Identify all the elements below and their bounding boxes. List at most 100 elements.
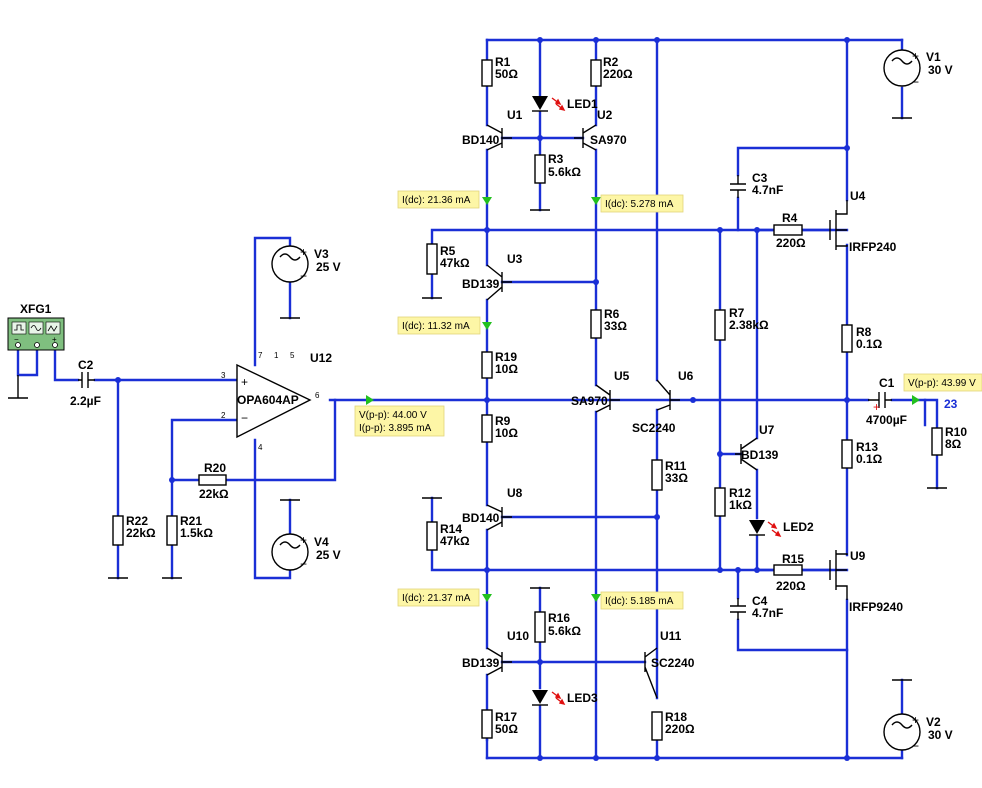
- r2-value: 220Ω: [603, 67, 633, 81]
- svg-text:+: +: [912, 713, 919, 727]
- r4-body: [773, 224, 803, 236]
- r20-ref: R20: [204, 461, 226, 475]
- r4-value: 220Ω: [776, 236, 806, 250]
- r1-ref: R1: [495, 55, 511, 69]
- resistor-bodies: [112, 59, 943, 741]
- u7-ref: U7: [759, 423, 775, 437]
- v1-ref: V1: [926, 50, 941, 64]
- probe-5-text: I(dc): 21.37 mA: [402, 593, 471, 604]
- c3-ref: C3: [752, 171, 768, 185]
- r9-body: [481, 414, 493, 443]
- junction-dots: [115, 37, 850, 761]
- r21-body: [166, 515, 178, 546]
- u8-model: BD140: [462, 511, 500, 525]
- r13-body: [841, 439, 853, 469]
- v2-ref: V2: [926, 715, 941, 729]
- probe-6-text: I(dc): 5.185 mA: [605, 596, 674, 607]
- led3-diode: [532, 690, 548, 704]
- u3-model: BD139: [462, 277, 500, 291]
- u12-pin-1: 1: [274, 351, 279, 360]
- function-generator[interactable]: − +: [7, 317, 65, 351]
- u11-ref: U11: [660, 629, 682, 643]
- u10-ref: U10: [507, 629, 529, 643]
- r18-value: 220Ω: [665, 722, 695, 736]
- u12-pin-4: 4: [258, 443, 263, 452]
- r21-value: 1.5kΩ: [180, 526, 213, 540]
- svg-text:−: −: [912, 739, 919, 753]
- dc-sources: + − + − + − + −: [271, 49, 921, 753]
- component-labels: I(dc): 21.36 mA I(dc): 5.278 mA I(dc): 1…: [20, 50, 976, 742]
- r11-value: 33Ω: [665, 471, 688, 485]
- u9-ref: U9: [850, 549, 866, 563]
- c4-value: 4.7nF: [752, 606, 783, 620]
- u2-symbol: [574, 124, 597, 151]
- svg-text:+: +: [300, 533, 307, 547]
- r5-value: 47kΩ: [440, 256, 470, 270]
- svg-text:−: −: [14, 335, 19, 344]
- u5-model: SA970: [571, 394, 608, 408]
- r14-ref: R14: [440, 522, 462, 536]
- v3-value: 25 V: [316, 260, 341, 274]
- r2-ref: R2: [603, 55, 619, 69]
- r9-value: 10Ω: [495, 426, 518, 440]
- r7-ref: R7: [729, 306, 745, 320]
- u4-ref: U4: [850, 189, 866, 203]
- r22-ref: R22: [126, 514, 148, 528]
- c1-plates: [868, 392, 892, 408]
- u6-symbol: [656, 379, 680, 411]
- svg-text:−: −: [300, 269, 307, 283]
- svg-text:+: +: [300, 245, 307, 259]
- v4-value: 25 V: [316, 548, 341, 562]
- r7-body: [714, 309, 726, 341]
- r16-body: [534, 611, 546, 643]
- r12-ref: R12: [729, 486, 751, 500]
- v3-ref: V3: [314, 247, 329, 261]
- led-symbols: [532, 96, 782, 706]
- c1-ref: C1: [879, 376, 895, 390]
- led2-ref: LED2: [783, 520, 814, 534]
- u2-ref: U2: [597, 108, 613, 122]
- probe-4-voltage-text: V(p-p): 44.00 V: [359, 410, 427, 421]
- r11-body: [651, 459, 663, 491]
- u7-model: BD139: [741, 448, 779, 462]
- led3-ref: LED3: [567, 691, 598, 705]
- u6-model: SC2240: [632, 421, 676, 435]
- u11-model: SC2240: [651, 656, 695, 670]
- u1-ref: U1: [507, 108, 523, 122]
- r17-ref: R17: [495, 710, 517, 724]
- r9-ref: R9: [495, 414, 511, 428]
- r3-value: 5.6kΩ: [548, 165, 581, 179]
- r3-ref: R3: [548, 152, 564, 166]
- led1-diode: [532, 96, 548, 110]
- r14-value: 47kΩ: [440, 534, 470, 548]
- r18-ref: R18: [665, 710, 687, 724]
- r13-ref: R13: [856, 440, 878, 454]
- v1-value: 30 V: [928, 63, 953, 77]
- r1-value: 50Ω: [495, 67, 518, 81]
- u5-symbol: [595, 384, 620, 413]
- u8-ref: U8: [507, 486, 523, 500]
- r16-value: 5.6kΩ: [548, 624, 581, 638]
- u12-model: OPA604AP: [237, 393, 299, 407]
- u12-pin-7: 7: [258, 351, 263, 360]
- xfg1-label: XFG1: [20, 302, 52, 316]
- r15-value: 220Ω: [776, 579, 806, 593]
- probe-2-text: I(dc): 5.278 mA: [605, 199, 674, 210]
- svg-text:−: −: [300, 557, 307, 571]
- mosfet-symbols: [829, 200, 848, 600]
- v2-value: 30 V: [928, 728, 953, 742]
- net-23-label: 23: [944, 397, 958, 411]
- capacitor-symbols: +: [78, 175, 892, 620]
- r14-body: [426, 521, 438, 551]
- svg-text:+: +: [873, 400, 880, 414]
- opamp-u12: + −: [236, 363, 312, 439]
- r10-ref: R10: [945, 425, 967, 439]
- r3-body: [534, 154, 546, 184]
- r6-body: [590, 309, 602, 339]
- u11-symbol: [644, 647, 658, 699]
- r6-value: 33Ω: [604, 319, 627, 333]
- u2-model: SA970: [590, 133, 627, 147]
- r21-ref: R21: [180, 514, 202, 528]
- r17-value: 50Ω: [495, 722, 518, 736]
- svg-text:−: −: [912, 75, 919, 89]
